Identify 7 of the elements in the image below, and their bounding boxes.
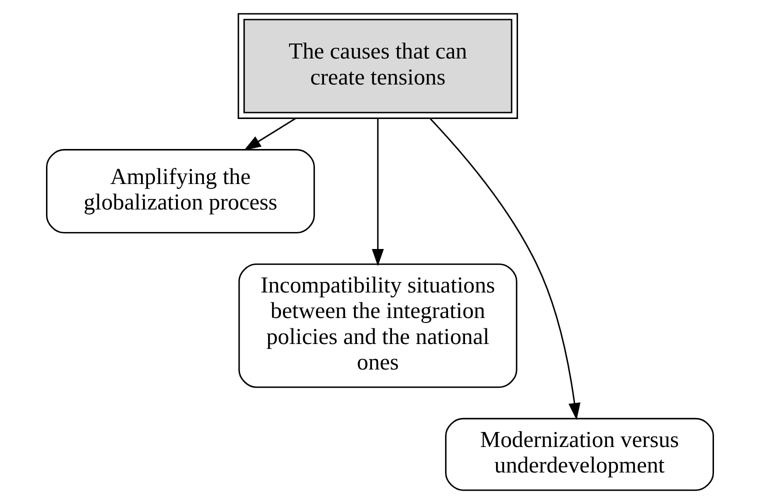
arrow xyxy=(429,118,580,420)
arrow xyxy=(372,118,384,266)
arrow xyxy=(244,118,296,151)
node-box: Modernization versus underdevelopment xyxy=(445,418,714,491)
node-box: The causes that can create tensions xyxy=(238,13,518,119)
node-box: Incompatibility situations between the integration policies and the national ones xyxy=(238,263,518,388)
node-box: Amplifying the globalization process xyxy=(46,149,315,234)
